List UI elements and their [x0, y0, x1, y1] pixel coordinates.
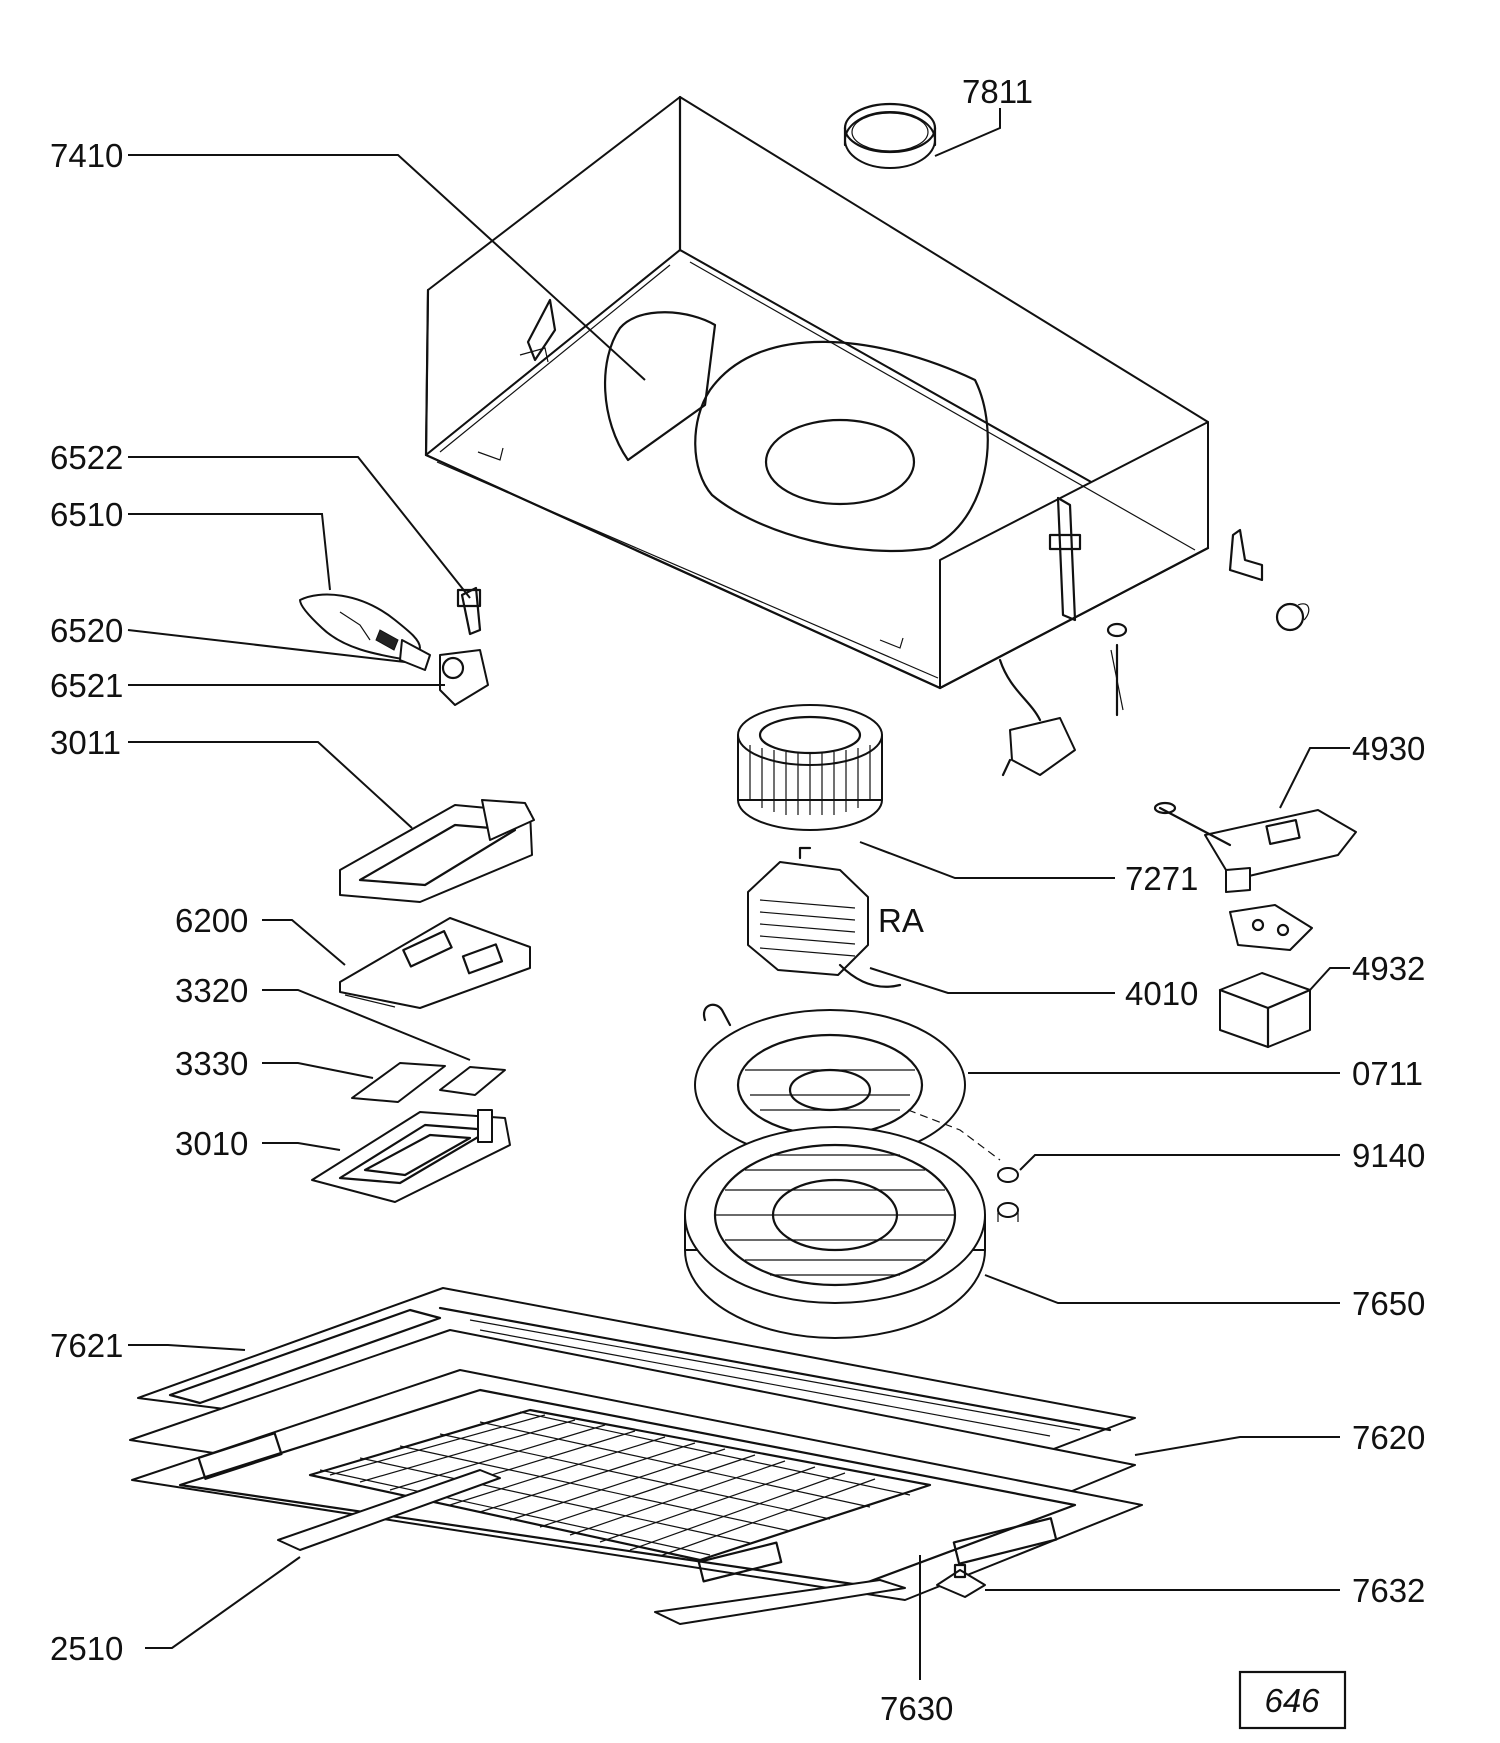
lamp-glass	[654, 1579, 906, 1625]
page-number: 646	[1264, 1682, 1320, 1719]
part-labels: 7811 7410 6522 6510 6520 6521 3011 4930 …	[50, 73, 1425, 1727]
part-label-7630: 7630	[880, 1690, 953, 1727]
part-label-7632: 7632	[1352, 1572, 1425, 1609]
power-cord-plug	[998, 658, 1076, 777]
motor-note-label: RA	[878, 902, 924, 939]
part-label-4010: 4010	[1125, 975, 1198, 1012]
motor-mount-plate	[694, 1003, 966, 1161]
part-label-7811: 7811	[962, 73, 1033, 110]
part-label-6522: 6522	[50, 439, 123, 476]
part-label-3330: 3330	[175, 1045, 248, 1082]
part-label-7620: 7620	[1352, 1419, 1425, 1456]
terminal-block	[1229, 904, 1313, 951]
part-label-3010: 3010	[175, 1125, 248, 1162]
part-label-7650: 7650	[1352, 1285, 1425, 1322]
lamp-housing	[339, 799, 535, 903]
candle-bulb	[299, 593, 431, 671]
part-label-6510: 6510	[50, 496, 123, 533]
duct-collar	[843, 102, 937, 169]
lamp-cover	[277, 1469, 501, 1551]
part-label-6521: 6521	[50, 667, 123, 704]
lamp-holder-clip	[456, 586, 482, 636]
part-label-2510: 2510	[50, 1630, 123, 1667]
grommets	[907, 1109, 1019, 1222]
leader-lines	[127, 108, 1350, 1680]
control-panel-frame	[311, 1109, 511, 1203]
capacitor	[1218, 972, 1312, 1049]
part-label-7410: 7410	[50, 137, 123, 174]
catch-knob	[936, 1563, 986, 1598]
part-label-7271: 7271	[1125, 860, 1198, 897]
part-label-7621: 7621	[50, 1327, 123, 1364]
part-label-6200: 6200	[175, 902, 248, 939]
motor	[747, 846, 902, 988]
push-buttons	[351, 1062, 506, 1103]
lamp-socket	[439, 649, 489, 706]
part-label-6520: 6520	[50, 612, 123, 649]
front-panel	[129, 1329, 1143, 1601]
switch-board	[339, 917, 531, 1009]
circuit-board	[1153, 801, 1357, 893]
round-grease-filter	[684, 1126, 986, 1339]
fan-wheel	[737, 704, 883, 831]
part-label-3320: 3320	[175, 972, 248, 1009]
hood-housing	[424, 95, 1210, 690]
part-label-9140: 9140	[1352, 1137, 1425, 1174]
mounting-bracket	[1106, 528, 1310, 717]
part-label-3011: 3011	[50, 724, 121, 761]
part-label-0711: 0711	[1352, 1055, 1423, 1092]
part-label-4930: 4930	[1352, 730, 1425, 767]
part-label-4932: 4932	[1352, 950, 1425, 987]
page-number-box: 646	[1238, 1670, 1347, 1730]
